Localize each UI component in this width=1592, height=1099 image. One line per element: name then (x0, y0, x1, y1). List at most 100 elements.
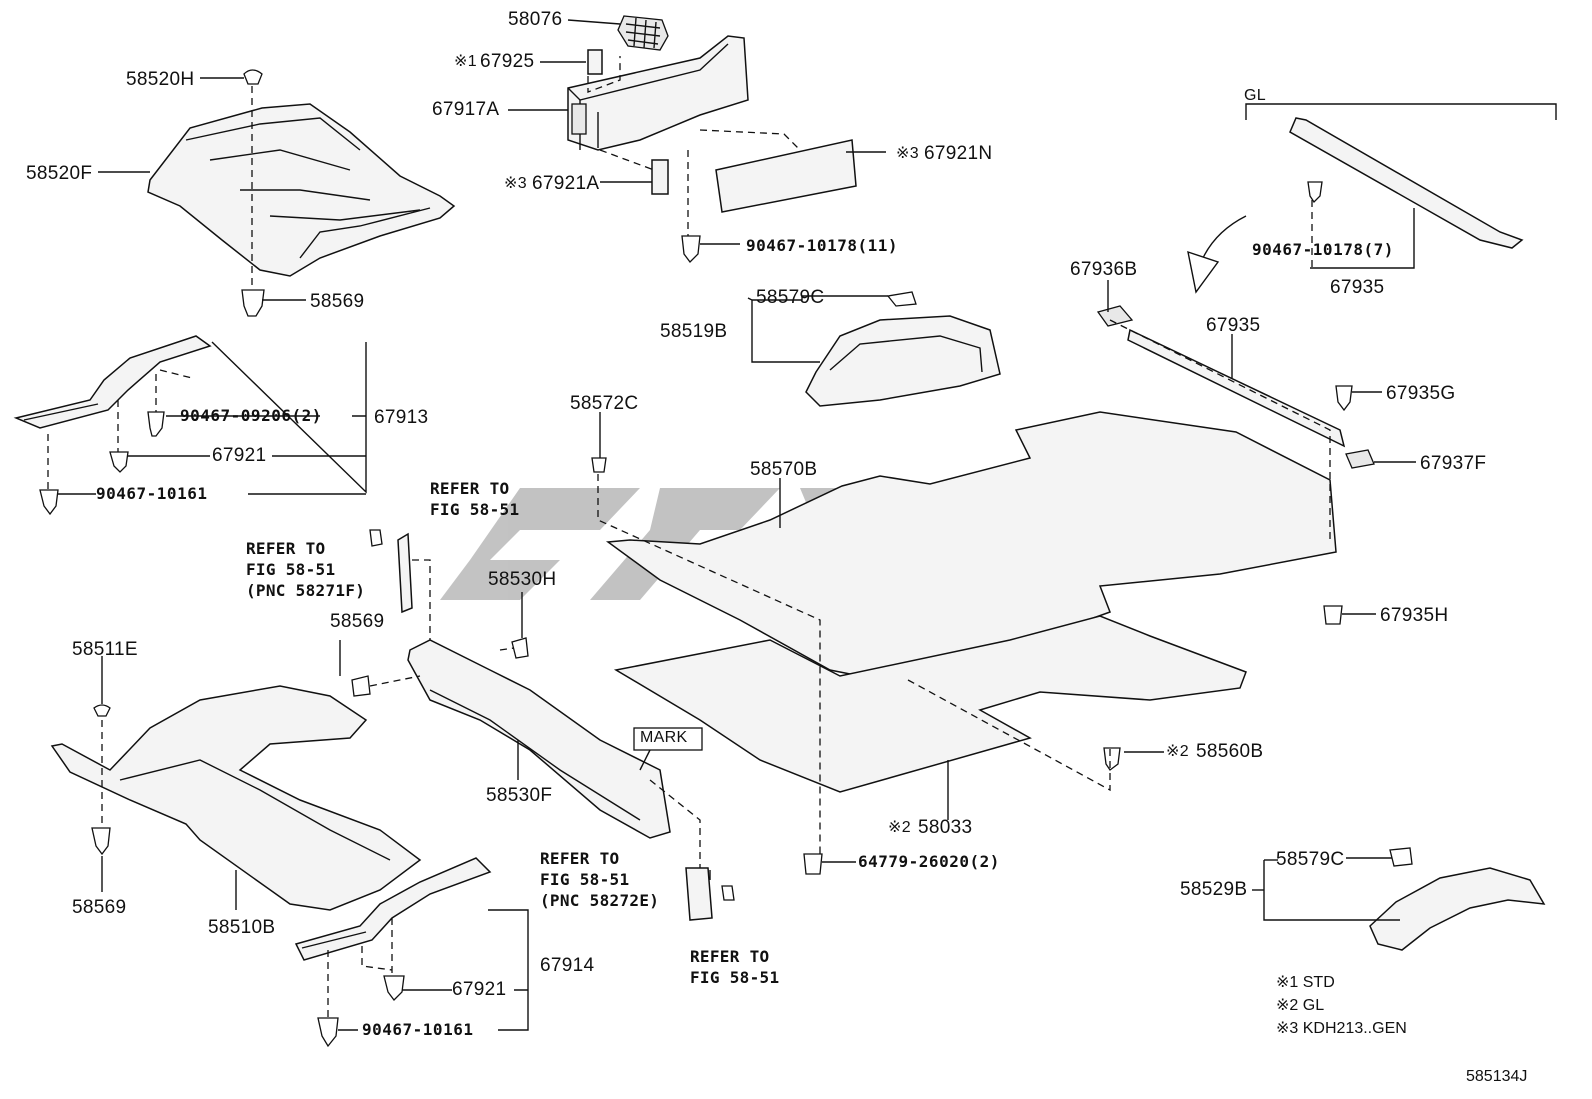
label-58519B: 58519B (660, 321, 728, 342)
label-67917A: 67917A (432, 99, 500, 120)
label-67921A: 67921A (532, 173, 600, 194)
label-refer-fig-3: REFER TO FIG 58-51 (PNC 58272E) (540, 849, 660, 910)
part-58511E-clip (93, 704, 111, 717)
label-58520H: 58520H (126, 69, 195, 90)
label-90467-10178-7: 90467-10178(7) (1252, 240, 1394, 259)
label-67935-mid: 67935 (1206, 315, 1261, 336)
note-mark-3b: ※3 (896, 145, 919, 162)
legend-note-3: ※3 KDH213..GEN (1276, 1020, 1407, 1037)
part-67935-strip-mid (1127, 328, 1346, 448)
note-mark-3a: ※3 (504, 175, 527, 192)
part-58519B-cover (805, 315, 1001, 407)
part-67917A-duct (567, 35, 749, 151)
part-58560B-clip (1103, 747, 1121, 771)
part-bracket-58272E (685, 867, 713, 921)
part-90467-10178-clip (1307, 181, 1323, 204)
label-58520F: 58520F (26, 163, 93, 184)
dashed-lines (47, 56, 1331, 1018)
part-58520F-cover (147, 103, 456, 277)
part-67913-scuff (13, 335, 212, 429)
part-58569-bot-clip (91, 827, 111, 856)
label-58579C-bot: 58579C (1276, 849, 1345, 870)
label-67935-top: 67935 (1330, 277, 1385, 298)
label-gl-header: GL (1244, 87, 1266, 104)
note-mark-2a: ※2 (1166, 743, 1189, 760)
part-67935-strip-top (1289, 117, 1524, 249)
part-58569-clip (241, 289, 265, 317)
label-58511E: 58511E (72, 639, 138, 660)
label-58530F: 58530F (486, 785, 553, 806)
label-67921-bot: 67921 (452, 979, 507, 1000)
figure-id: 585134J (1466, 1068, 1528, 1085)
mark-box-frame (633, 727, 703, 751)
label-58569-mid: 58569 (330, 611, 385, 632)
part-67921-bot-clip (383, 975, 405, 1001)
label-refer-fig-2: REFER TO FIG 58-51 (PNC 58271F) (246, 539, 366, 600)
part-90467-10161-clip (39, 489, 59, 516)
part-bracket-58271F (397, 532, 413, 614)
part-90467-10178-11-clip (681, 235, 701, 263)
label-67925: 67925 (480, 51, 535, 72)
label-58572C: 58572C (570, 393, 639, 414)
part-58579C-bot-clip (1389, 847, 1413, 867)
part-67921A (651, 159, 669, 195)
note-mark-2b: ※2 (888, 819, 911, 836)
label-58579C-top: 58579C (756, 287, 825, 308)
part-67935G-clip (1335, 385, 1353, 412)
part-58076-grille (617, 15, 669, 51)
part-67921N-pad (715, 139, 857, 213)
label-67913: 67913 (374, 407, 429, 428)
label-58530H: 58530H (488, 569, 557, 590)
label-58033: 58033 (918, 817, 973, 838)
mark-box-pointer (639, 749, 651, 771)
label-58569-top: 58569 (310, 291, 365, 312)
label-67914: 67914 (540, 955, 595, 976)
part-58579C-clip (886, 291, 917, 307)
part-67935H-clip (1323, 605, 1343, 625)
label-refer-fig-1: REFER TO FIG 58-51 (430, 479, 520, 519)
part-67914-scuff (294, 857, 492, 961)
label-90467-10161-top: 90467-10161 (96, 484, 208, 503)
part-90467-09206-clip (147, 411, 165, 437)
leader-lines (58, 19, 1557, 1031)
part-58033-mat (613, 615, 1247, 793)
label-67921-top: 67921 (212, 445, 267, 466)
part-ref-clip-2 (721, 885, 735, 901)
part-58520H-clip (243, 69, 263, 85)
part-58530F-tunnel (407, 639, 671, 839)
label-90467-09206: 90467-09206(2) (180, 406, 322, 425)
label-refer-fig-4: REFER TO FIG 58-51 (690, 947, 780, 987)
part-64779-clip (803, 853, 823, 875)
label-mark: MARK (640, 729, 688, 746)
arrow-head (1187, 250, 1220, 294)
label-90467-10178-11: 90467-10178(11) (746, 236, 898, 255)
legend-note-1: ※1 STD (1276, 974, 1335, 991)
part-ref-clip (369, 529, 383, 547)
part-58530H-clip (511, 637, 529, 659)
label-67937F: 67937F (1420, 453, 1487, 474)
note-mark-1: ※1 (454, 53, 477, 70)
part-58510B-carpet (50, 685, 422, 911)
label-58529B: 58529B (1180, 879, 1248, 900)
part-58569-mid-clip (351, 675, 371, 697)
part-67921-clip (109, 451, 129, 473)
part-58529B-housing (1369, 867, 1546, 951)
part-67936B (1096, 305, 1134, 327)
part-67925 (587, 49, 603, 75)
label-67935H: 67935H (1380, 605, 1449, 626)
part-58572C-clip (591, 457, 607, 473)
label-58570B: 58570B (750, 459, 818, 480)
legend-notes: ※1 STD ※2 GL ※3 KDH213..GEN (1276, 972, 1407, 1038)
part-90467-10161-bot-clip (317, 1017, 339, 1048)
part-58570B-mat (605, 411, 1337, 681)
part-67937F (1345, 449, 1375, 469)
label-90467-10161-bot: 90467-10161 (362, 1020, 474, 1039)
label-58076: 58076 (508, 9, 563, 30)
label-58560B: 58560B (1196, 741, 1264, 762)
label-67935G: 67935G (1386, 383, 1456, 404)
label-67921N: 67921N (924, 143, 993, 164)
legend-note-2: ※2 GL (1276, 997, 1325, 1014)
label-58569-bot: 58569 (72, 897, 127, 918)
